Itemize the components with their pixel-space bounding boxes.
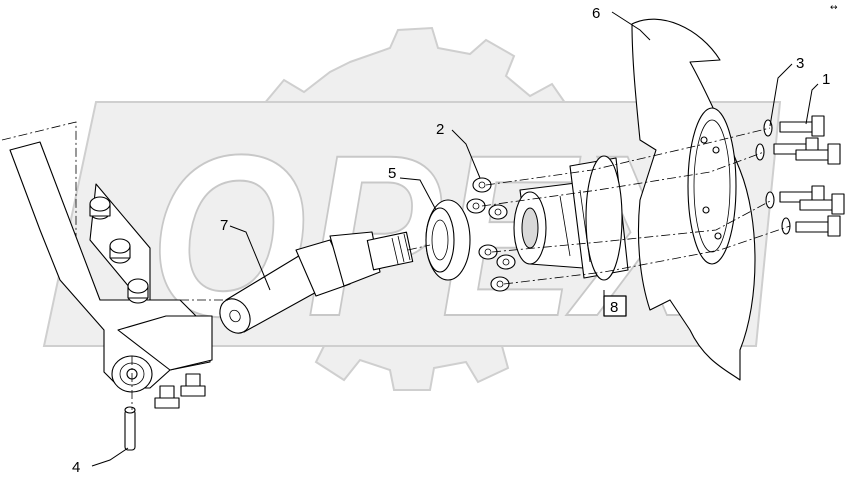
bolt <box>779 115 825 137</box>
bracket-stud <box>89 196 111 220</box>
nut <box>472 177 492 193</box>
callout-3: 3 <box>796 55 804 72</box>
nut <box>490 276 510 292</box>
lower-bolt <box>180 373 206 397</box>
lower-bolt <box>154 385 180 409</box>
callout-8-box <box>603 295 627 317</box>
nut <box>478 244 498 260</box>
callout-1: 1 <box>822 71 830 88</box>
nut <box>466 198 486 214</box>
callout-2: 2 <box>436 121 444 138</box>
nut <box>496 254 516 270</box>
callout-4: 4 <box>72 459 80 476</box>
bolt <box>795 215 841 237</box>
bracket-stud <box>127 278 149 304</box>
assembly-centerlines <box>131 127 791 410</box>
pin-part-4 <box>124 406 136 451</box>
callout-5: 5 <box>388 165 396 182</box>
shaft-part-7 <box>219 231 414 334</box>
corner-mark: ↔ <box>830 3 838 13</box>
disc-part-6 <box>631 18 756 381</box>
bolt <box>795 143 841 165</box>
bolts-part-1 <box>773 115 845 237</box>
hub-part-8 <box>513 155 629 281</box>
callout-8: 8 <box>610 299 618 316</box>
bracket-stud <box>109 238 131 264</box>
callout-leaders <box>91 11 819 467</box>
callouts: 6 3 1 2 5 7 4 8 <box>72 5 830 476</box>
callout-6: 6 <box>592 5 600 22</box>
nuts-part-2 <box>466 177 516 292</box>
bearing-part-5 <box>425 199 471 281</box>
callout-7: 7 <box>220 217 228 234</box>
nut <box>488 204 508 220</box>
bolt <box>799 193 845 215</box>
